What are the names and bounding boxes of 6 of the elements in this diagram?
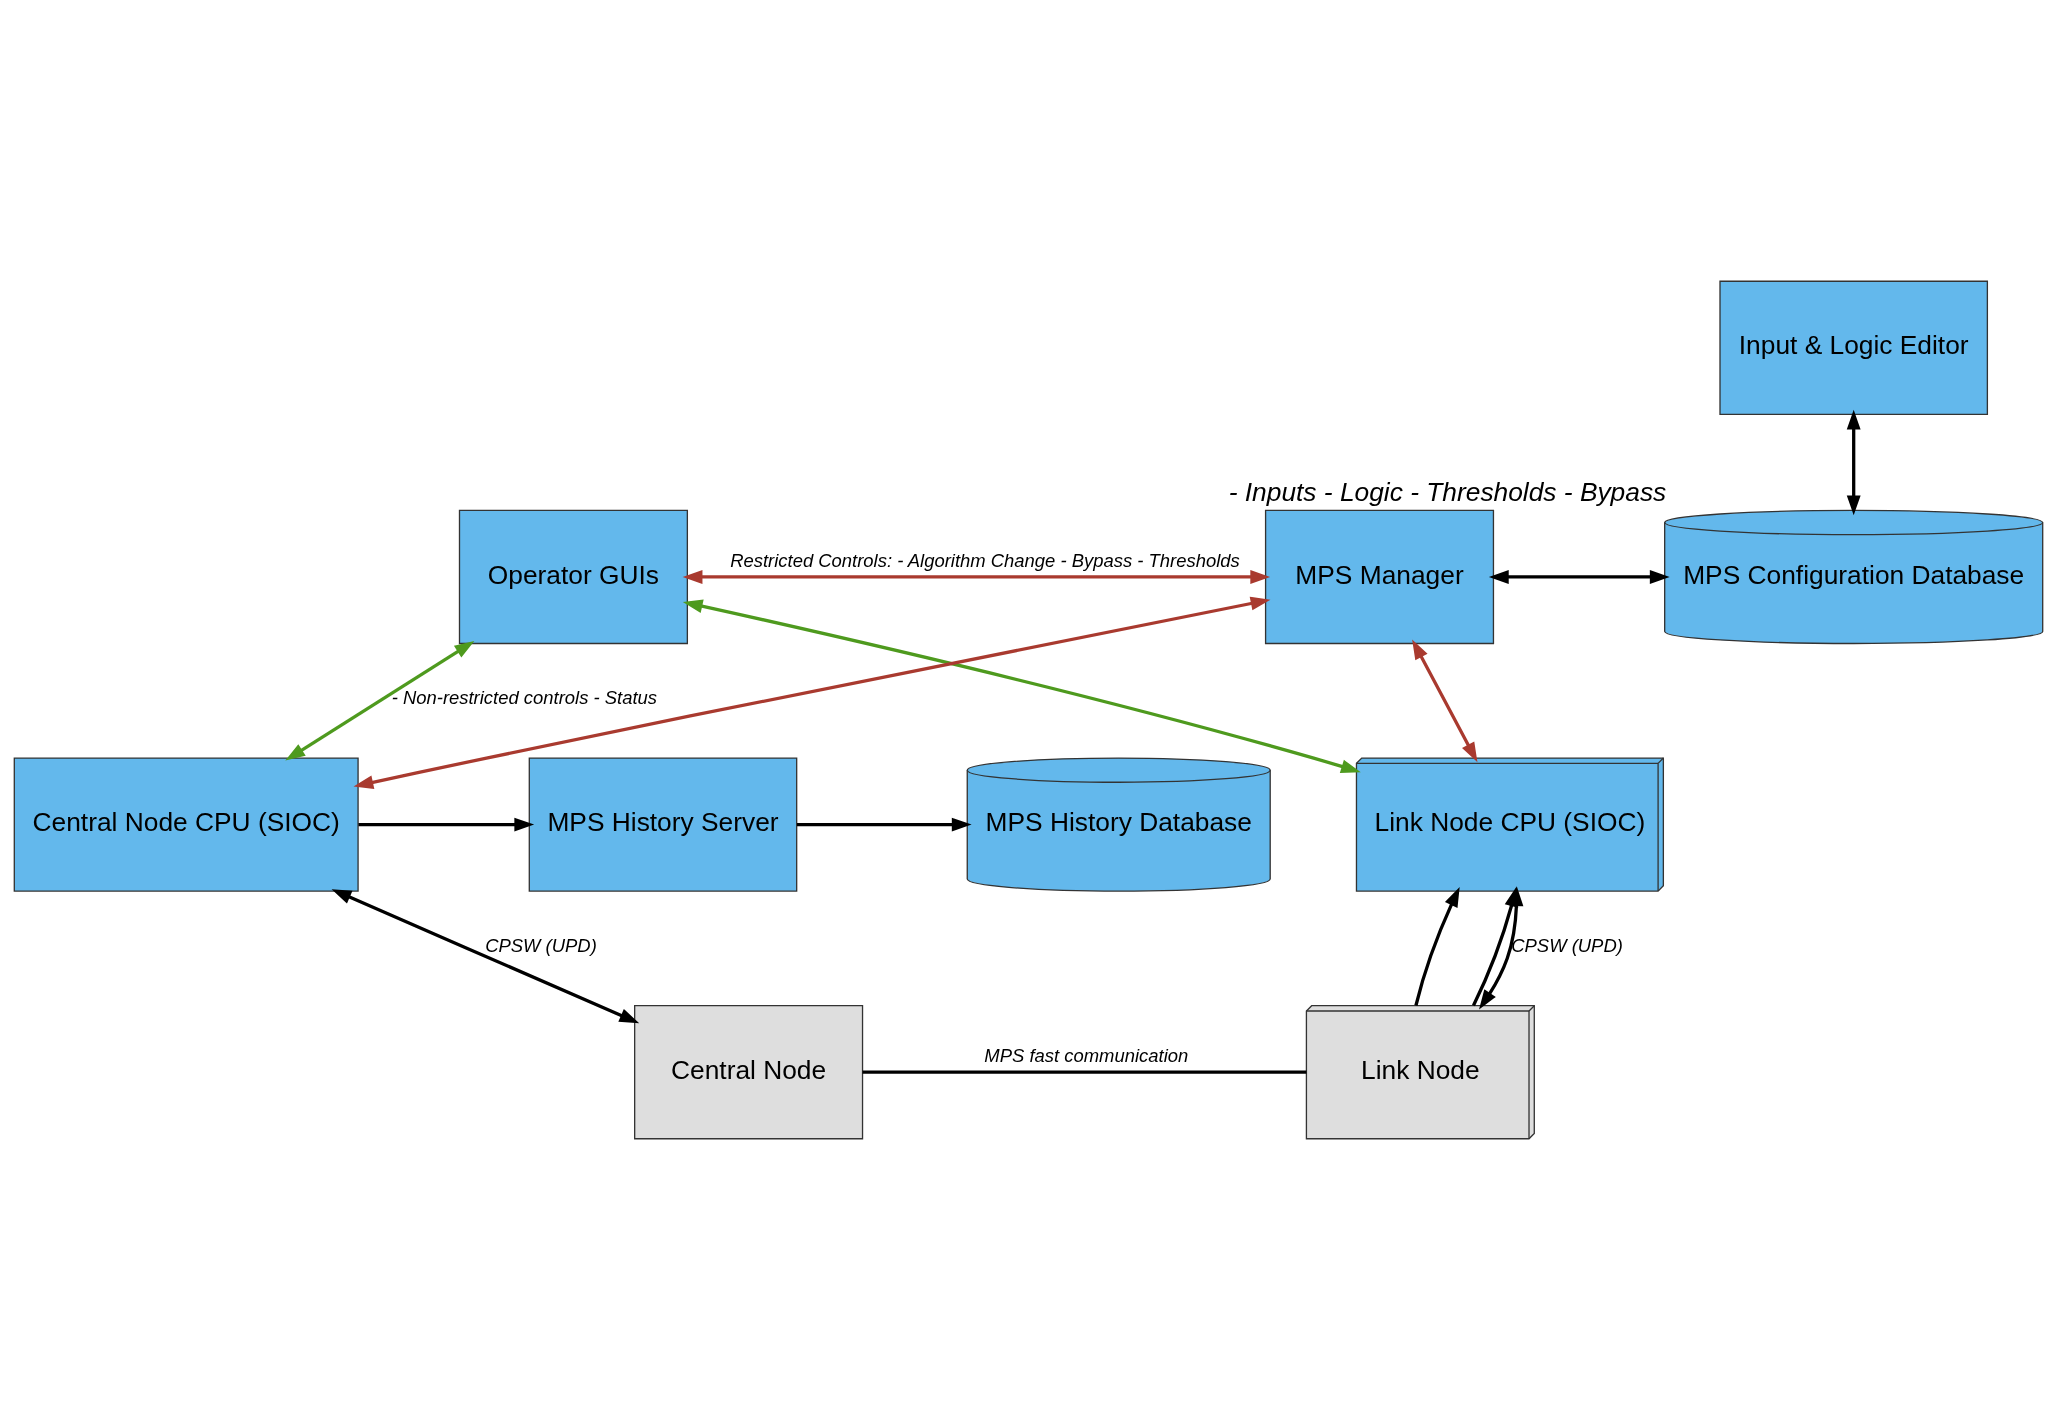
edge-label: MPS fast communication <box>983 1044 1188 1066</box>
node-label: - Inputs - Logic - Thresholds - Bypass <box>1228 477 1666 508</box>
edge-label: CPSW (UPD) <box>484 934 597 956</box>
edge-label: - Non-restricted controls - Status <box>391 687 657 709</box>
edge-label: Restricted Controls: - Algorithm Change - Bypass - Thresholds <box>729 549 1240 571</box>
edge-label: CPSW (UPD) <box>1510 934 1623 956</box>
